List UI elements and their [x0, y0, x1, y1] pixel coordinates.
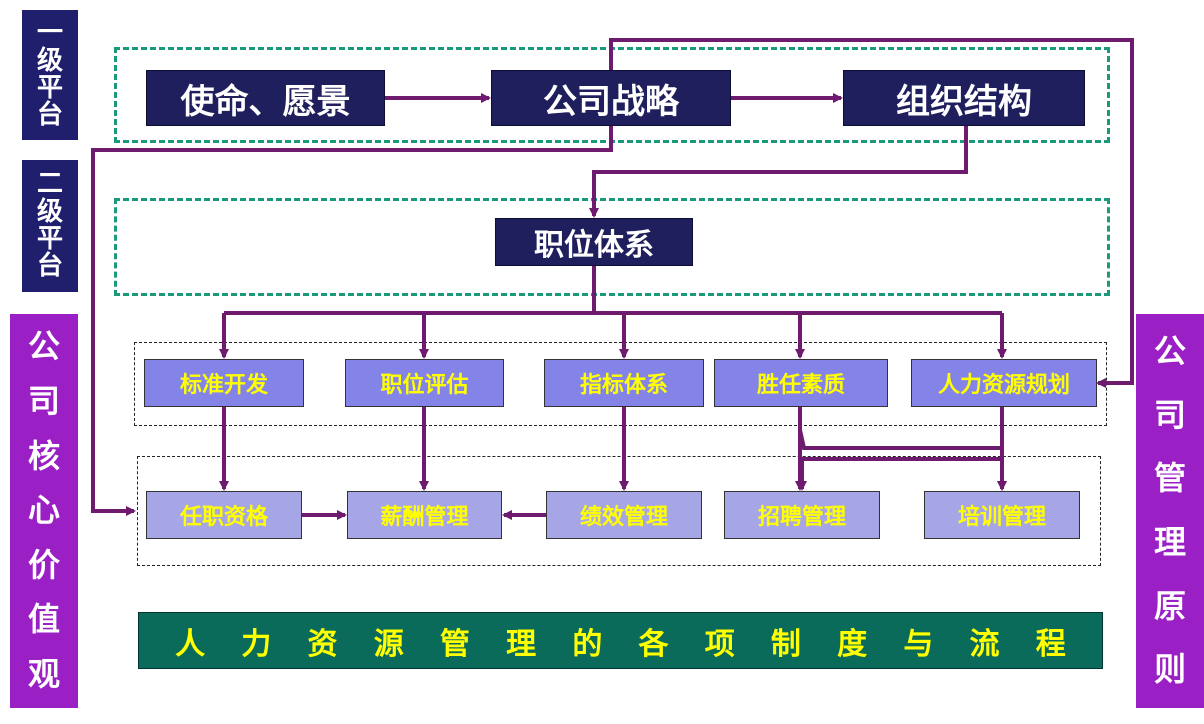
core-values-char: 值 [27, 600, 60, 639]
banner-char: 流 [969, 626, 1000, 662]
performance-box: 绩效管理 [546, 491, 702, 539]
banner-char: 力 [241, 626, 272, 662]
arrow-hr-to-recruitment [797, 430, 1004, 491]
level-two-char: 台 [36, 251, 63, 282]
banner-char: 资 [307, 626, 338, 662]
banner-char: 人 [175, 626, 206, 662]
level-one-char: 一 [36, 18, 63, 49]
level-one-label: 一 级 平 台 [22, 10, 78, 140]
training-box: 培训管理 [924, 491, 1080, 539]
level-two-frame [114, 198, 1110, 296]
banner-char: 项 [704, 626, 735, 662]
banner-char: 的 [572, 626, 603, 662]
indicator-system-box: 指标体系 [544, 359, 704, 407]
level-two-char: 平 [36, 224, 63, 254]
level-one-char: 级 [36, 45, 63, 76]
banner-char: 程 [1035, 626, 1066, 662]
level-two-label: 二 级 平 台 [22, 160, 78, 292]
level-two-char: 二 [36, 169, 63, 200]
position-evaluation-box: 职位评估 [345, 359, 504, 407]
level-two-char: 级 [36, 196, 63, 227]
level-one-char: 平 [36, 73, 63, 103]
level-one-char: 台 [36, 100, 63, 131]
banner-char: 度 [837, 626, 868, 662]
core-values-char: 观 [27, 654, 60, 693]
hr-policies-banner: 人 力 资 源 管 理 的 各 项 制 度 与 流 程 [138, 612, 1103, 669]
principles-char: 管 [1153, 459, 1186, 498]
principles-char: 司 [1153, 395, 1186, 434]
bottom-row-frame [137, 456, 1101, 566]
core-values-char: 价 [27, 545, 60, 584]
banner-char: 管 [439, 626, 470, 662]
hr-planning-box: 人力资源规划 [911, 359, 1097, 407]
banner-char: 源 [373, 626, 404, 662]
core-values-char: 公 [27, 327, 60, 366]
position-system-box: 职位体系 [495, 218, 693, 266]
management-principles-column: 公 司 管 理 原 则 [1136, 314, 1204, 708]
compensation-box: 薪酬管理 [347, 491, 502, 539]
core-values-column: 公 司 核 心 价 值 观 [10, 314, 78, 708]
principles-char: 则 [1153, 650, 1186, 689]
competency-box: 胜任素质 [714, 359, 888, 407]
arrow-competency-to-training [798, 429, 1007, 491]
principles-char: 原 [1153, 586, 1186, 625]
recruitment-box: 招聘管理 [724, 491, 880, 539]
arrow-strategy-to-hr-planning [609, 38, 1134, 388]
core-values-char: 心 [27, 491, 60, 530]
organization-structure-box: 组织结构 [843, 70, 1085, 126]
banner-char: 制 [770, 626, 801, 662]
banner-char: 与 [903, 626, 934, 662]
standard-development-box: 标准开发 [144, 359, 304, 407]
principles-char: 公 [1153, 332, 1186, 371]
core-values-char: 核 [27, 436, 60, 475]
company-strategy-box: 公司战略 [491, 70, 731, 126]
core-values-char: 司 [27, 382, 60, 421]
arrow-strategy-to-qualification [91, 126, 613, 516]
banner-char: 各 [638, 626, 669, 662]
mission-vision-box: 使命、愿景 [146, 70, 385, 126]
principles-char: 理 [1153, 523, 1186, 561]
banner-char: 理 [506, 626, 537, 662]
arrow-org-to-position [589, 126, 968, 218]
qualification-box: 任职资格 [146, 491, 302, 539]
